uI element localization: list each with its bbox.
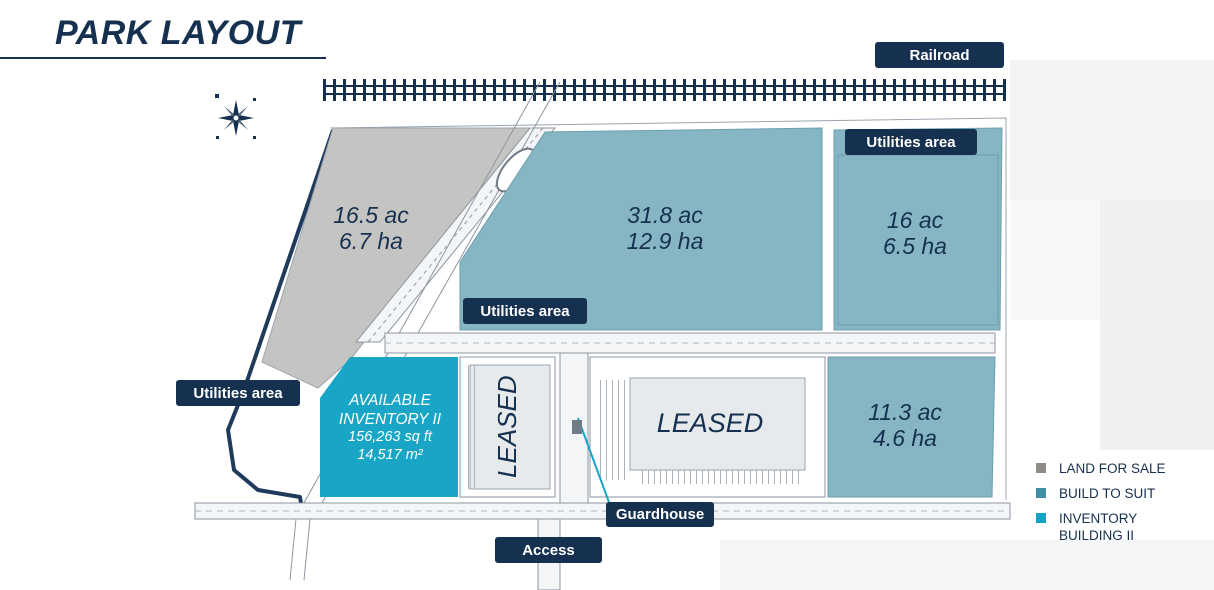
access-label: Access — [495, 537, 602, 563]
inventory-building-text: AVAILABLE INVENTORY II 156,263 sq ft 14,… — [322, 392, 458, 464]
background-tile — [720, 540, 1214, 590]
legend-item-build-to-suit: BUILD TO SUIT — [1036, 485, 1199, 502]
legend-swatch — [1036, 513, 1046, 523]
lot-center-north-text: 31.8 ac 12.9 ha — [600, 202, 730, 255]
railroad-tracks — [323, 79, 1006, 101]
utilities-area-label-center: Utilities area — [463, 298, 587, 324]
legend-swatch — [1036, 463, 1046, 473]
legend-item-inventory-building: INVENTORY BUILDING II — [1036, 510, 1199, 544]
legend-item-land-for-sale: LAND FOR SALE — [1036, 460, 1199, 477]
inventory-line-1: AVAILABLE — [349, 392, 431, 409]
utilities-area-label-top-right: Utilities area — [845, 129, 977, 155]
inventory-sqft: 156,263 sq ft — [348, 429, 432, 446]
lot-east-south-text: 11.3 ac 4.6 ha — [845, 399, 965, 452]
lot-land-for-sale — [261, 127, 532, 389]
lot-acres: 16 ac — [886, 207, 944, 233]
legend-swatch — [1036, 488, 1046, 498]
guardhouse-label: Guardhouse — [606, 502, 714, 527]
legend: LAND FOR SALE BUILD TO SUIT INVENTORY BU… — [1036, 460, 1199, 552]
legend-label: BUILD TO SUIT — [1059, 486, 1156, 501]
railroad-label: Railroad — [875, 42, 1004, 68]
leased-horizontal-text: LEASED — [656, 408, 764, 438]
inventory-sqm: 14,517 m² — [357, 446, 423, 463]
lot-east-south — [827, 356, 996, 498]
background-tile — [1010, 60, 1214, 200]
utilities-area-label-left: Utilities area — [176, 380, 300, 406]
page-title: PARK LAYOUT — [55, 14, 302, 52]
lot-hectares: 6.7 ha — [339, 228, 403, 255]
lot-hectares: 4.6 ha — [873, 425, 937, 452]
lot-hectares: 6.5 ha — [883, 233, 947, 260]
lot-east-north-inner — [837, 154, 999, 326]
guardhouse-pointer — [577, 417, 611, 506]
background-tile — [1100, 200, 1214, 450]
lot-center-north — [459, 127, 823, 331]
lot-east-north — [833, 127, 1003, 331]
inventory-building-ii — [320, 357, 458, 497]
lot-hectares: 12.9 ha — [626, 228, 704, 255]
lot-acres: 31.8 ac — [627, 202, 703, 228]
legend-label: INVENTORY BUILDING II — [1059, 511, 1138, 543]
lot-acres: 11.3 ac — [868, 399, 942, 425]
lot-land-for-sale-text: 16.5 ac 6.7 ha — [316, 202, 426, 255]
leased-vertical-text: LEASED — [492, 375, 523, 478]
lot-east-north-text: 16 ac 6.5 ha — [855, 207, 975, 260]
background-tile — [1010, 200, 1100, 320]
lot-acres: 16.5 ac — [333, 202, 409, 228]
title-underline — [0, 57, 326, 59]
site-boundary — [329, 117, 1007, 500]
compass-rose — [215, 94, 256, 139]
inventory-line-2: INVENTORY II — [338, 410, 442, 428]
legend-label: LAND FOR SALE — [1059, 461, 1166, 476]
